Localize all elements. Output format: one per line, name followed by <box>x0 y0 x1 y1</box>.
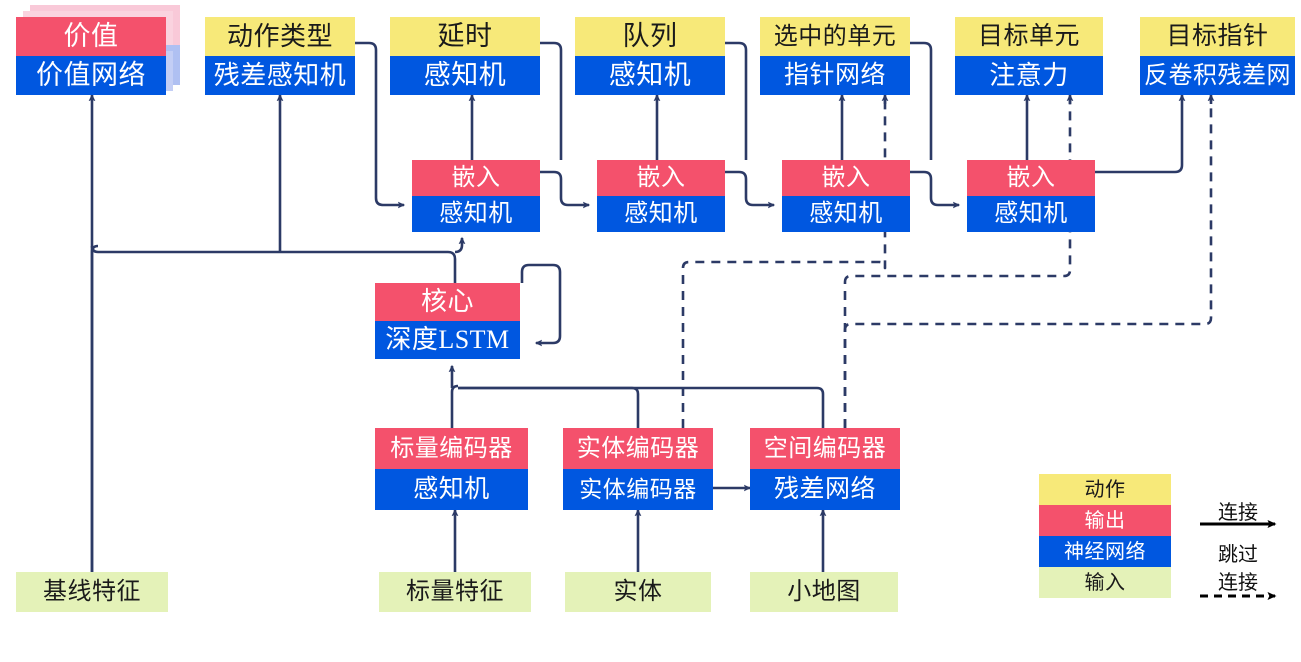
node-input-baseline-features-label: 基线特征 <box>16 572 168 612</box>
node-selected-units-body: 指针网络 <box>760 56 910 95</box>
node-target-unit-body: 注意力 <box>955 56 1103 95</box>
node-action-type[interactable]: 动作类型 残差感知机 <box>205 17 355 95</box>
legend-swatch-output: 输出 <box>1039 505 1171 536</box>
node-spatial-encoder-head: 空间编码器 <box>750 428 900 469</box>
node-target-point[interactable]: 目标指针 反卷积残差网 <box>1140 17 1295 95</box>
node-delay[interactable]: 延时 感知机 <box>390 17 540 95</box>
node-entity-encoder-head: 实体编码器 <box>563 428 713 469</box>
node-core-body: 深度LSTM <box>375 321 520 359</box>
node-action-type-head: 动作类型 <box>205 17 355 56</box>
node-selected-units-head: 选中的单元 <box>760 17 910 56</box>
node-selected-units[interactable]: 选中的单元 指针网络 <box>760 17 910 95</box>
node-embed-1-body: 感知机 <box>412 196 540 232</box>
node-target-unit-head: 目标单元 <box>955 17 1103 56</box>
node-queue[interactable]: 队列 感知机 <box>575 17 725 95</box>
legend-swatch-action: 动作 <box>1039 474 1171 505</box>
node-embed-4[interactable]: 嵌入 感知机 <box>967 160 1095 232</box>
node-input-scalar-features[interactable]: 标量特征 <box>379 572 531 612</box>
node-value-head: 价值 <box>16 17 166 56</box>
node-target-point-body: 反卷积残差网 <box>1140 56 1295 95</box>
node-entity-encoder[interactable]: 实体编码器 实体编码器 <box>563 428 713 510</box>
node-embed-3-head: 嵌入 <box>782 160 910 196</box>
node-queue-head: 队列 <box>575 17 725 56</box>
node-queue-body: 感知机 <box>575 56 725 95</box>
node-input-minimap-label: 小地图 <box>750 572 898 612</box>
node-scalar-encoder-head: 标量编码器 <box>375 428 528 469</box>
legend-connection-label: 连接 <box>1218 502 1258 524</box>
legend-skip-label-line1: 跳过 <box>1218 544 1258 566</box>
node-embed-3[interactable]: 嵌入 感知机 <box>782 160 910 232</box>
node-core-head: 核心 <box>375 283 520 321</box>
legend-skip-label-line2: 连接 <box>1218 572 1258 594</box>
legend-swatches: 动作 输出 神经网络 输入 <box>1039 474 1171 598</box>
node-input-entities-label: 实体 <box>565 572 711 612</box>
node-embed-3-body: 感知机 <box>782 196 910 232</box>
node-value-body: 价值网络 <box>16 56 166 95</box>
node-input-scalar-features-label: 标量特征 <box>379 572 531 612</box>
legend-swatch-input: 输入 <box>1039 567 1171 598</box>
node-target-unit[interactable]: 目标单元 注意力 <box>955 17 1103 95</box>
node-embed-2-body: 感知机 <box>597 196 725 232</box>
legend-swatch-network: 神经网络 <box>1039 536 1171 567</box>
node-spatial-encoder[interactable]: 空间编码器 残差网络 <box>750 428 900 510</box>
node-embed-4-head: 嵌入 <box>967 160 1095 196</box>
node-scalar-encoder[interactable]: 标量编码器 感知机 <box>375 428 528 510</box>
node-embed-4-body: 感知机 <box>967 196 1095 232</box>
node-embed-1-head: 嵌入 <box>412 160 540 196</box>
node-input-entities[interactable]: 实体 <box>565 572 711 612</box>
node-target-point-head: 目标指针 <box>1140 17 1295 56</box>
node-core[interactable]: 核心 深度LSTM <box>375 283 520 359</box>
node-input-minimap[interactable]: 小地图 <box>750 572 898 612</box>
node-input-baseline-features[interactable]: 基线特征 <box>16 572 168 612</box>
node-action-type-body: 残差感知机 <box>205 56 355 95</box>
node-embed-2[interactable]: 嵌入 感知机 <box>597 160 725 232</box>
node-delay-head: 延时 <box>390 17 540 56</box>
node-embed-1[interactable]: 嵌入 感知机 <box>412 160 540 232</box>
node-embed-2-head: 嵌入 <box>597 160 725 196</box>
node-value[interactable]: 价值 价值网络 <box>16 17 166 95</box>
node-spatial-encoder-body: 残差网络 <box>750 469 900 510</box>
node-scalar-encoder-body: 感知机 <box>375 469 528 510</box>
node-entity-encoder-body: 实体编码器 <box>563 469 713 510</box>
node-delay-body: 感知机 <box>390 56 540 95</box>
